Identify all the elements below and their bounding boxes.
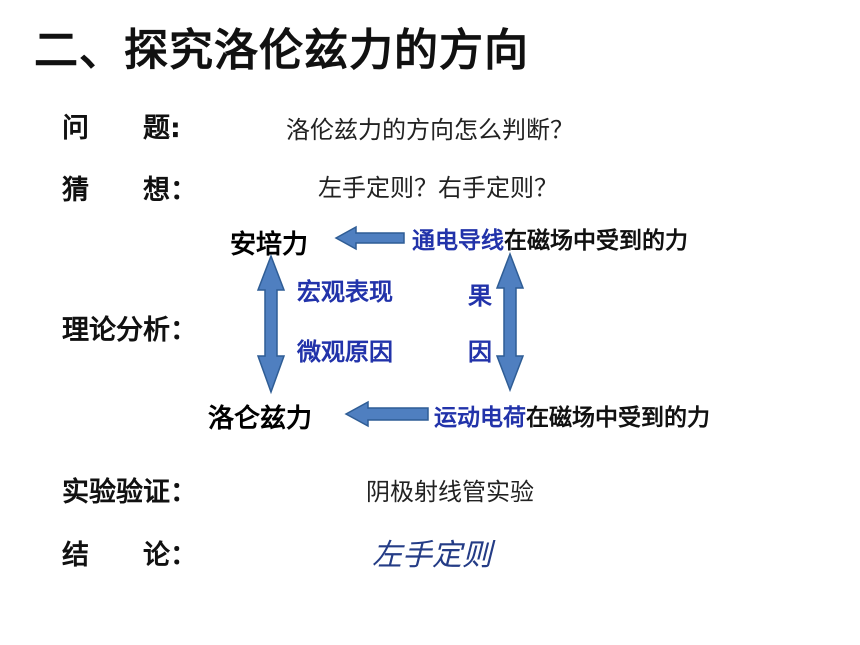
question-text: 洛伦兹力的方向怎么判断？ [286,116,574,144]
guess-text: 左手定则？右手定则？ [318,174,558,202]
experiment-label: 实验验证： [62,477,197,508]
left-vertical-double-arrow [256,253,286,395]
conclusion-label: 结 论： [62,540,197,571]
cause-label: 因 [468,338,492,366]
bottom-highlight: 运动电荷 [434,405,526,431]
right-vertical-double-arrow [495,251,525,393]
lorentz-force-box: 洛仑兹力 [208,404,313,434]
conclusion-text: 左手定则 [372,538,492,573]
experiment-text: 阴极射线管实验 [366,478,534,506]
top-left-arrow [334,225,405,251]
bottom-description: 运动电荷在磁场中受到的力 [434,398,710,432]
analysis-label: 理论分析： [62,315,197,346]
ampere-force-box: 安培力 [230,230,309,260]
page-title: 二、探究洛伦兹力的方向 [34,25,529,76]
macro-label: 宏观表现 [297,278,393,306]
guess-label: 猜 想： [62,175,197,206]
top-description: 通电导线在磁场中受到的力 [412,221,688,255]
effect-label: 果 [468,282,492,310]
top-highlight: 通电导线 [412,228,504,254]
bottom-rest: 在磁场中受到的力 [526,405,710,431]
top-rest: 在磁场中受到的力 [504,228,688,254]
micro-label: 微观原因 [297,338,393,366]
bottom-left-arrow [344,400,429,428]
question-label: 问 题: [62,113,181,144]
